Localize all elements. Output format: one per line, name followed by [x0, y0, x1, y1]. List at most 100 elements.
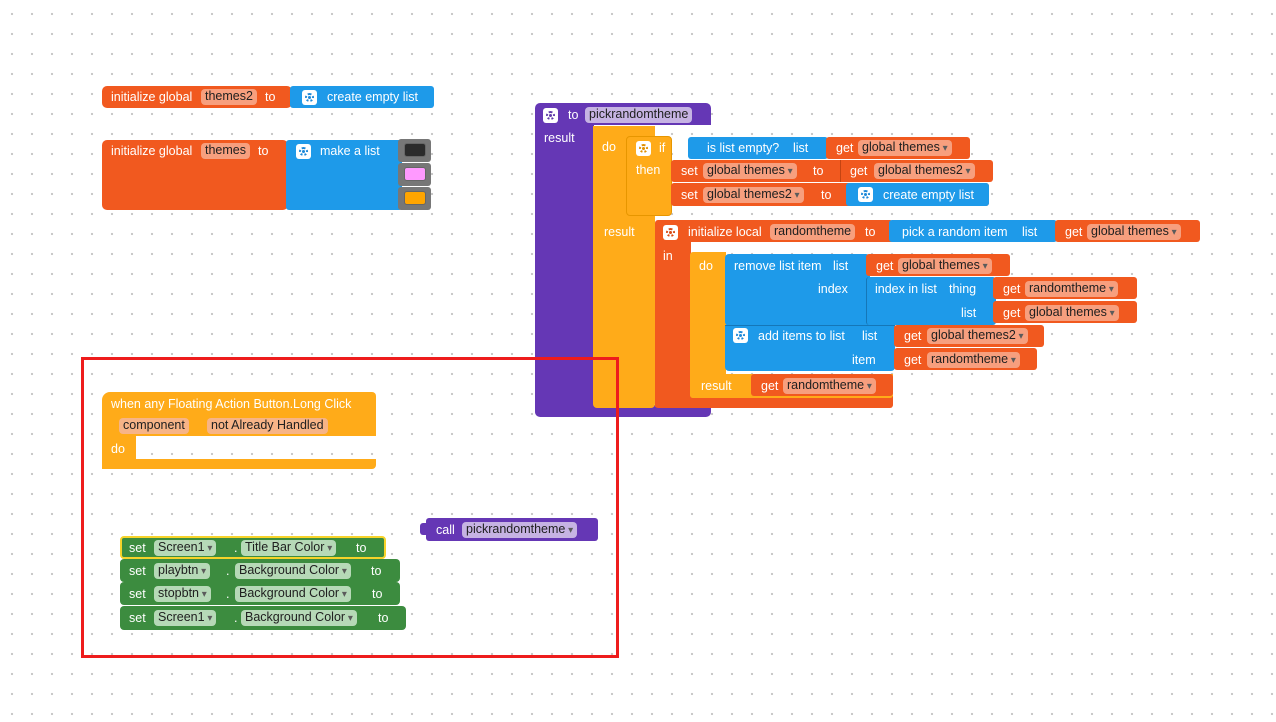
do-result-inner-block[interactable]: [690, 252, 726, 398]
color-swatch-black[interactable]: [404, 143, 426, 157]
var-dropdown-global-themes2[interactable]: global themes2: [927, 328, 1028, 344]
color-swatch-orange[interactable]: [404, 191, 426, 205]
param-not-already-handled[interactable]: not Already Handled: [207, 418, 328, 434]
get-label: get: [761, 379, 779, 393]
initialize-local-label: initialize local: [688, 225, 762, 239]
call-label: call: [436, 523, 455, 537]
pick-random-item-label: pick a random item: [902, 225, 1008, 239]
set-label: set: [129, 611, 146, 625]
remove-list-item-label: remove list item: [734, 259, 822, 273]
set-label: set: [129, 564, 146, 578]
gear-icon[interactable]: [636, 141, 651, 156]
to-label: to: [372, 587, 383, 601]
is-list-empty-block[interactable]: [688, 137, 828, 159]
list-label: list: [961, 306, 977, 320]
local-var-name[interactable]: randomtheme: [770, 224, 856, 240]
do-label: do: [111, 442, 125, 456]
var-dropdown-global-themes[interactable]: global themes: [858, 140, 952, 156]
create-empty-list-label: create empty list: [327, 90, 419, 104]
in-label: in: [663, 249, 673, 263]
do-label: do: [602, 140, 616, 154]
create-empty-list-block[interactable]: [290, 86, 434, 108]
remove-list-item-block[interactable]: [725, 254, 870, 326]
to-label: to: [356, 541, 367, 555]
set-label: set: [129, 541, 146, 555]
var-name-themes[interactable]: themes: [201, 143, 250, 159]
is-list-empty-label: is list empty?: [707, 141, 780, 155]
to-label: to: [265, 90, 276, 104]
dot-label: .: [226, 564, 230, 578]
gear-icon[interactable]: [733, 328, 748, 343]
event-block-foot: [102, 459, 376, 469]
gear-icon[interactable]: [663, 225, 678, 240]
to-label: to: [813, 164, 824, 178]
result-label: result: [701, 379, 732, 393]
component-dropdown-stopbtn[interactable]: stopbtn: [154, 586, 211, 602]
set-label: set: [681, 164, 698, 178]
var-name-themes2[interactable]: themes2: [201, 89, 257, 105]
index-in-list-block[interactable]: [866, 277, 996, 325]
get-label: get: [836, 141, 854, 155]
procedure-body: [535, 124, 594, 416]
procedure-name[interactable]: pickrandomtheme: [585, 107, 693, 123]
property-dropdown-background-color[interactable]: Background Color: [241, 610, 357, 626]
var-dropdown-global-themes[interactable]: global themes: [1025, 305, 1119, 321]
get-label: get: [904, 353, 922, 367]
to-label: to: [371, 564, 382, 578]
var-dropdown-randomtheme[interactable]: randomtheme: [783, 378, 876, 394]
get-label: get: [876, 259, 894, 273]
gear-icon[interactable]: [543, 108, 558, 123]
add-items-to-list-block[interactable]: [725, 325, 895, 371]
list-label: list: [1022, 225, 1038, 239]
var-dropdown-randomtheme[interactable]: randomtheme: [927, 352, 1020, 368]
dot-label: .: [234, 611, 238, 625]
var-dropdown-global-themes[interactable]: global themes: [1087, 224, 1181, 240]
to-label: to: [865, 225, 876, 239]
list-label: list: [862, 329, 878, 343]
get-label: get: [904, 329, 922, 343]
procedure-dropdown[interactable]: pickrandomtheme: [462, 522, 578, 538]
property-dropdown-background-color[interactable]: Background Color: [235, 586, 351, 602]
result-label: result: [544, 131, 575, 145]
component-dropdown-screen1[interactable]: Screen1: [154, 540, 217, 556]
if-label: if: [659, 141, 666, 155]
event-title: when any Floating Action Button.Long Cli…: [111, 397, 352, 411]
highlight-box: [81, 357, 619, 658]
get-label: get: [1003, 282, 1021, 296]
dot-label: .: [226, 587, 230, 601]
index-label: index: [818, 282, 848, 296]
get-label: get: [1065, 225, 1083, 239]
param-component[interactable]: component: [119, 418, 189, 434]
item-label: item: [852, 353, 876, 367]
init-global-themes-block[interactable]: [102, 140, 288, 210]
call-block-connector: [420, 523, 428, 535]
var-dropdown-global-themes2[interactable]: global themes2: [874, 163, 975, 179]
var-dropdown-randomtheme[interactable]: randomtheme: [1025, 281, 1118, 297]
then-label: then: [636, 163, 661, 177]
property-dropdown-title-bar-color[interactable]: Title Bar Color: [241, 540, 337, 556]
color-swatch-pink[interactable]: [404, 167, 426, 181]
var-dropdown-global-themes[interactable]: global themes: [898, 258, 992, 274]
do-label: do: [699, 259, 713, 273]
gear-icon[interactable]: [302, 90, 317, 105]
property-dropdown-background-color[interactable]: Background Color: [235, 563, 351, 579]
create-empty-list-label: create empty list: [883, 188, 975, 202]
to-label: to: [821, 188, 832, 202]
list-label: list: [793, 141, 809, 155]
set-label: set: [681, 188, 698, 202]
create-empty-list-block[interactable]: [846, 183, 989, 206]
gear-icon[interactable]: [858, 187, 873, 202]
to-label: to: [568, 108, 579, 122]
set-label: set: [129, 587, 146, 601]
component-dropdown-screen1[interactable]: Screen1: [154, 610, 217, 626]
make-a-list-label: make a list: [320, 144, 380, 158]
gear-icon[interactable]: [296, 144, 311, 159]
get-label: get: [850, 164, 868, 178]
dot-label: .: [234, 541, 238, 555]
initialize-local-foot: [655, 396, 893, 408]
thing-label: thing: [949, 282, 977, 296]
var-dropdown-global-themes[interactable]: global themes: [703, 163, 797, 179]
var-dropdown-global-themes2[interactable]: global themes2: [703, 187, 804, 203]
component-dropdown-playbtn[interactable]: playbtn: [154, 563, 211, 579]
pick-random-item-block[interactable]: [889, 220, 1057, 242]
